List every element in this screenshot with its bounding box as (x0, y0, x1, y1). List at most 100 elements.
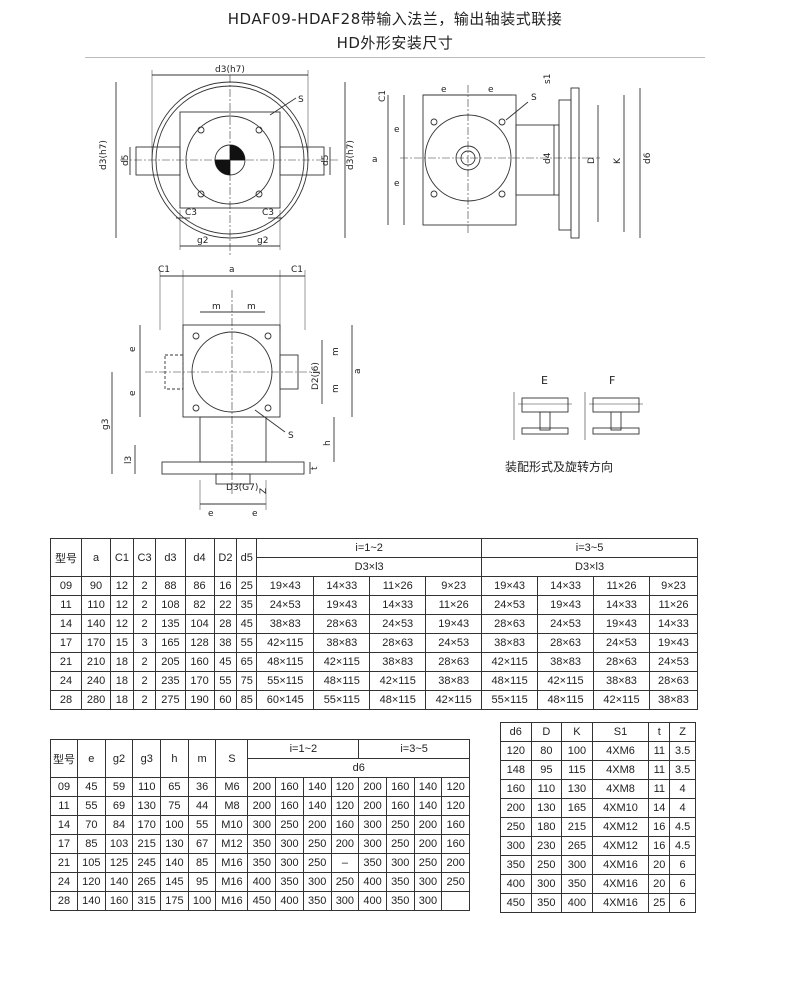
table-cell: 400 (358, 872, 387, 892)
table-cell: 19×43 (313, 595, 371, 615)
technical-drawing: d3(h7) S d3(h7) d3(h7) d5 d5 C3 C3 g2 g2… (99, 65, 653, 519)
table-cell: 140 (413, 796, 443, 816)
t1-h-sub1: D3×l3 (256, 557, 483, 577)
t2-h-h: h (160, 739, 189, 778)
table-cell: 21 (50, 652, 82, 672)
table-cell: 140 (80, 614, 112, 634)
label-g2-right: g2 (257, 236, 268, 246)
table-cell: 4XM16 (591, 855, 650, 875)
table-cell: 200 (413, 815, 443, 835)
table-cell: 38×83 (369, 652, 427, 672)
label-d4: d4 (543, 152, 553, 164)
table-cell: 4 (669, 779, 696, 799)
table-cell: 12 (110, 576, 134, 596)
t1-h-d4: d4 (184, 538, 215, 577)
table-cell: 11 (648, 760, 671, 780)
table-cell: 55 (77, 796, 106, 816)
header-divider (85, 57, 705, 58)
table-cell: 105 (77, 853, 106, 873)
t1-h-d5: d5 (236, 538, 258, 577)
table-cell: 45 (236, 614, 258, 634)
label-d5-left: d5 (121, 155, 131, 166)
table-cell: 42×115 (256, 633, 315, 653)
table-cell: 400 (358, 891, 387, 911)
table-cell: 160 (275, 796, 304, 816)
table-cell: 24 (50, 872, 78, 892)
table-cell: 85 (236, 690, 258, 710)
table-cell: 400 (500, 874, 532, 894)
page-title: HDAF09-HDAF28带输入法兰，输出轴装式联接 (227, 10, 563, 28)
table-cell: 75 (236, 671, 258, 691)
table-cell: 55 (213, 671, 238, 691)
table-cell: 140 (77, 891, 106, 911)
label-e-side-3: e (394, 125, 400, 135)
table-cell: M16 (215, 872, 249, 892)
table-cell: 140 (160, 853, 189, 873)
table-cell: 165 (155, 633, 186, 653)
label-d3-left: d3(h7) (99, 140, 109, 170)
table-cell: 45 (77, 777, 106, 797)
label-a-side: a (372, 155, 378, 165)
table-cell: 24×53 (648, 652, 699, 672)
label-assembly-e: E (541, 374, 548, 387)
table-cell: 95 (530, 760, 563, 780)
table-cell: 48×115 (313, 671, 371, 691)
table-cell: 28×63 (481, 614, 539, 634)
table-cell: 4XM12 (591, 836, 650, 856)
table-cell: 205 (155, 652, 186, 672)
table-cell: 120 (77, 872, 106, 892)
table-cell: 250 (530, 855, 563, 875)
table-cell: 100 (187, 891, 217, 911)
table-cell: 4XM16 (591, 874, 650, 894)
label-g2-left: g2 (197, 236, 208, 246)
table-cell: 6 (669, 874, 696, 894)
table-cell: 450 (500, 893, 532, 913)
table-cell: 350 (500, 855, 532, 875)
table-cell: 128 (184, 633, 215, 653)
table-cell: 22 (213, 595, 238, 615)
table-cell: M16 (215, 853, 249, 873)
table-cell: 275 (155, 690, 186, 710)
t3-h-d6: d6 (500, 722, 532, 742)
table-cell: 38×83 (593, 671, 650, 691)
table-cell: 24×53 (593, 633, 650, 653)
table-cell: 14×33 (313, 576, 371, 596)
table-cell: 110 (80, 595, 112, 615)
t2-h-g2: g2 (104, 739, 134, 778)
label-m-2: m (247, 302, 256, 312)
table-cell: 160 (184, 652, 215, 672)
table-cell: 250 (385, 815, 415, 835)
label-c3-right: C3 (262, 208, 274, 218)
table-cell: 70 (77, 815, 106, 835)
table-cell: 4XM16 (591, 893, 650, 913)
dimension-table-1: 型号 a C1 C3 d3 d4 D2 d5 i=1~2 i=3~5 D3×l3… (50, 538, 699, 710)
table-cell: 160 (385, 796, 415, 816)
table-cell: 130 (530, 798, 563, 818)
table-cell: 55×115 (481, 690, 539, 710)
table-cell: 125 (104, 853, 134, 873)
table-cell: 235 (155, 671, 186, 691)
t2-h-s: S (215, 739, 249, 778)
table-cell: 130 (561, 779, 593, 799)
assembly-icon-f (584, 392, 643, 440)
t2-h-m: m (187, 739, 217, 778)
table-cell: 85 (77, 834, 106, 854)
table-cell: 300 (561, 855, 593, 875)
table-cell: 4XM8 (591, 760, 650, 780)
table-cell: 215 (132, 834, 162, 854)
label-l3: l3 (124, 456, 134, 464)
table-cell: 28×63 (369, 633, 427, 653)
table-cell: 350 (358, 853, 387, 873)
table-cell: 38×83 (256, 614, 315, 634)
label-s-1: S (298, 95, 304, 105)
